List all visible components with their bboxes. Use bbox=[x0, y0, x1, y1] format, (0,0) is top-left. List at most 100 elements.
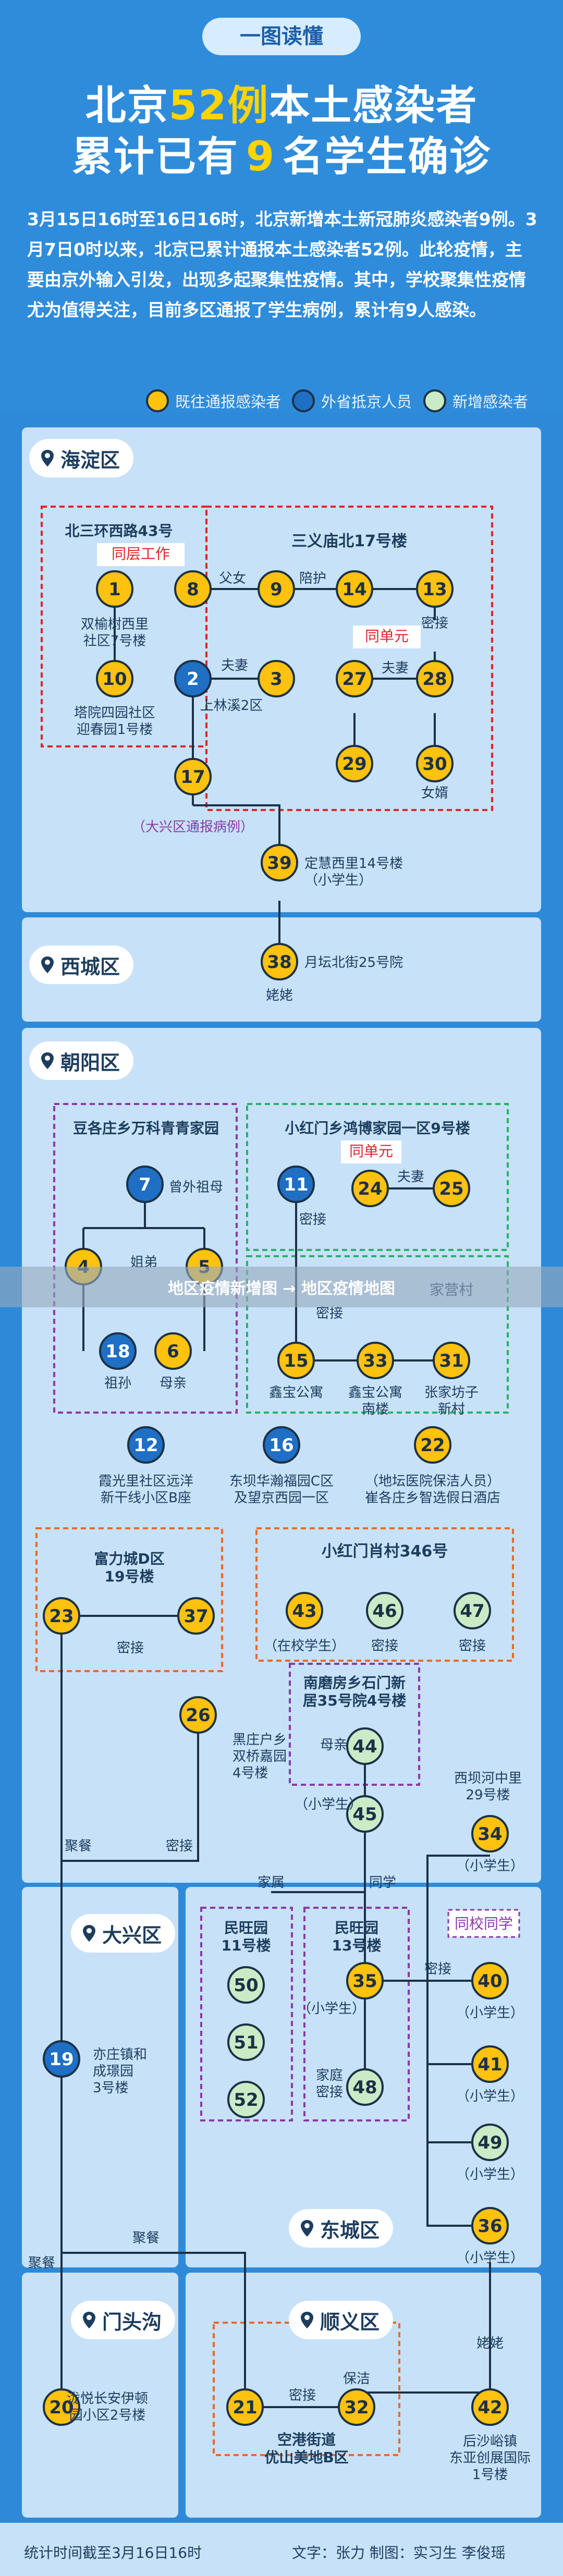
case-node-43[interactable]: 43 bbox=[286, 1592, 323, 1629]
case-node-50[interactable]: 50 bbox=[227, 1966, 265, 2004]
svg-text:34: 34 bbox=[478, 1824, 502, 1845]
case-node-10[interactable]: 10 bbox=[96, 660, 133, 697]
box-title-minwang11: 11号楼 bbox=[222, 1937, 271, 1954]
label-relation: 姥姥 bbox=[476, 2336, 504, 2351]
box-title-minwang13: 13号楼 bbox=[332, 1937, 382, 1954]
case-node-22[interactable]: 22 bbox=[414, 1426, 451, 1464]
district-tag-dongcheng: 东城区 bbox=[289, 2209, 394, 2248]
case-node-9[interactable]: 9 bbox=[258, 570, 295, 608]
case-node-34[interactable]: 34 bbox=[471, 1815, 509, 1853]
case-node-2[interactable]: 2 bbox=[174, 660, 212, 697]
label-relation: 密接 bbox=[316, 1306, 343, 1321]
svg-text:24: 24 bbox=[358, 1179, 382, 1199]
case-node-31[interactable]: 31 bbox=[433, 1342, 470, 1379]
district-name: 门头沟 bbox=[102, 2310, 162, 2334]
label-relation: 祖孙 bbox=[104, 1376, 131, 1391]
case-node-44[interactable]: 44 bbox=[346, 1727, 384, 1765]
legend-new: 新增感染者 bbox=[423, 388, 528, 414]
location-pin-icon bbox=[83, 2312, 95, 2328]
svg-text:26: 26 bbox=[186, 1705, 210, 1726]
svg-text:36: 36 bbox=[478, 2216, 502, 2237]
case-node-52[interactable]: 52 bbox=[227, 2081, 265, 2118]
district-name: 顺义区 bbox=[320, 2310, 380, 2334]
case-node-12[interactable]: 12 bbox=[127, 1426, 165, 1464]
case-node-16[interactable]: 16 bbox=[263, 1426, 300, 1464]
case-node-11[interactable]: 11 bbox=[277, 1166, 315, 1203]
box-hongbo bbox=[246, 1103, 509, 1251]
case-node-25[interactable]: 25 bbox=[433, 1170, 470, 1207]
svg-text:12: 12 bbox=[133, 1435, 158, 1456]
label-relation: 家庭 bbox=[316, 2068, 343, 2083]
box-subtitle-same-unit: 同单元 bbox=[349, 1143, 393, 1160]
svg-text:20: 20 bbox=[49, 2397, 74, 2418]
legend-reported: 既往通报感染者 bbox=[146, 388, 281, 414]
location-pin-icon bbox=[301, 2220, 313, 2237]
location-pin-icon bbox=[41, 956, 54, 973]
case-node-28[interactable]: 28 bbox=[416, 660, 454, 697]
label-pupil: （小学生） bbox=[456, 1858, 524, 1874]
case-node-42[interactable]: 42 bbox=[471, 2388, 509, 2426]
case-node-1[interactable]: 1 bbox=[96, 570, 133, 608]
label-relation: 母亲 bbox=[160, 1376, 187, 1391]
legend-reported-dot bbox=[146, 389, 169, 412]
case-node-40[interactable]: 40 bbox=[471, 1962, 509, 2000]
label-case-26: 双桥嘉园 bbox=[232, 1749, 287, 1764]
case-node-19[interactable]: 19 bbox=[43, 2040, 80, 2078]
case-node-14[interactable]: 14 bbox=[336, 570, 373, 608]
case-node-24[interactable]: 24 bbox=[351, 1170, 389, 1207]
case-node-26[interactable]: 26 bbox=[179, 1696, 217, 1734]
case-node-39[interactable]: 39 bbox=[261, 844, 298, 881]
box-title-shimen: 居35号院4号楼 bbox=[303, 1692, 406, 1709]
svg-text:45: 45 bbox=[352, 1804, 377, 1825]
case-node-27[interactable]: 27 bbox=[336, 660, 373, 697]
label-case-38: 月坛北街25号院 bbox=[304, 955, 403, 971]
case-node-20[interactable]: 20 bbox=[43, 2388, 80, 2426]
case-node-8[interactable]: 8 bbox=[174, 570, 212, 608]
label-relation: 夫妻 bbox=[382, 660, 409, 676]
case-node-46[interactable]: 46 bbox=[366, 1592, 403, 1629]
case-node-49[interactable]: 49 bbox=[471, 2124, 509, 2161]
box-minwang11 bbox=[200, 1907, 293, 2121]
case-node-47[interactable]: 47 bbox=[454, 1592, 491, 1629]
label-relation: 密接 bbox=[316, 2084, 343, 2100]
case-node-45[interactable]: 45 bbox=[346, 1795, 384, 1833]
case-node-23[interactable]: 23 bbox=[43, 1597, 80, 1635]
case-node-30[interactable]: 30 bbox=[416, 745, 454, 782]
svg-text:50: 50 bbox=[234, 1975, 258, 1996]
box-xinbao bbox=[246, 1255, 509, 1414]
case-node-29[interactable]: 29 bbox=[336, 745, 373, 782]
case-node-3[interactable]: 3 bbox=[258, 660, 295, 697]
case-node-48[interactable]: 48 bbox=[346, 2068, 384, 2106]
svg-text:35: 35 bbox=[352, 1971, 377, 1992]
case-node-32[interactable]: 32 bbox=[338, 2388, 375, 2426]
case-node-36[interactable]: 36 bbox=[471, 2207, 509, 2244]
label-relation: 姥姥 bbox=[266, 988, 293, 1003]
case-node-21[interactable]: 21 bbox=[226, 2388, 264, 2426]
label-case-16: 东坝华瀚福园C区 bbox=[229, 1474, 334, 1489]
case-node-33[interactable]: 33 bbox=[357, 1342, 394, 1379]
svg-text:1: 1 bbox=[108, 579, 121, 600]
box-minwang13 bbox=[303, 1907, 410, 2121]
connector-line bbox=[356, 2391, 490, 2407]
district-tag-chaoyang: 朝阳区 bbox=[29, 1041, 134, 1080]
case-node-38[interactable]: 38 bbox=[261, 943, 298, 980]
case-node-15[interactable]: 15 bbox=[277, 1342, 315, 1379]
case-node-17[interactable]: 17 bbox=[174, 758, 212, 795]
case-node-35[interactable]: 35 bbox=[346, 1962, 384, 2000]
case-node-6[interactable]: 6 bbox=[154, 1332, 192, 1370]
label-case-42: 1号楼 bbox=[472, 2467, 508, 2483]
svg-text:3: 3 bbox=[270, 669, 283, 690]
label-relation: 女婿 bbox=[421, 786, 448, 801]
box-subtitle-same-unit-bg bbox=[341, 1140, 401, 1163]
location-pin-icon bbox=[301, 2312, 313, 2328]
svg-text:8: 8 bbox=[187, 579, 199, 600]
case-node-41[interactable]: 41 bbox=[471, 2045, 509, 2083]
case-node-13[interactable]: 13 bbox=[416, 570, 454, 608]
nav-banner[interactable]: 地区疫情新增图 → 地区疫情地图 bbox=[0, 1267, 563, 1307]
case-node-7[interactable]: 7 bbox=[126, 1166, 164, 1203]
case-node-51[interactable]: 51 bbox=[227, 2023, 265, 2061]
case-node-37[interactable]: 37 bbox=[177, 1597, 215, 1635]
case-node-18[interactable]: 18 bbox=[99, 1332, 137, 1370]
label-pupil: （小学生） bbox=[295, 1797, 362, 1812]
